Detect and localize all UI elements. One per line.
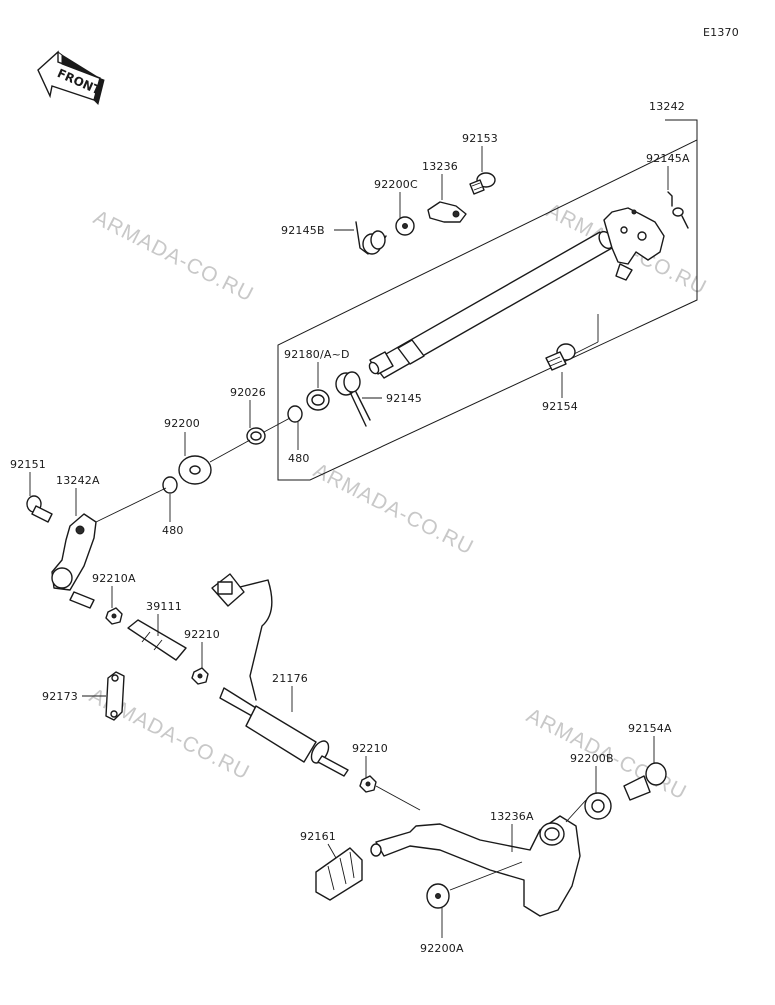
label-92180: 92180/A~D [284, 348, 350, 361]
bolt-92154A [623, 762, 667, 801]
label-13236A: 13236A [490, 810, 534, 823]
label-480-upper: 480 [288, 452, 310, 465]
spring-92145A [667, 191, 689, 229]
label-92200A: 92200A [420, 942, 464, 955]
label-92200: 92200 [164, 417, 200, 430]
plate-13236 [427, 201, 467, 223]
label-92210A: 92210A [92, 572, 136, 585]
tie-rod-39111 [127, 619, 187, 661]
diagram-code: E1370 [703, 26, 739, 39]
label-92154A: 92154A [628, 722, 672, 735]
leader-lines [29, 146, 669, 938]
washer-92180 [306, 389, 330, 411]
label-92210-upper: 92210 [184, 628, 220, 641]
bolt-92153 [469, 172, 496, 195]
bolt-92154 [545, 343, 576, 371]
label-92210-lower: 92210 [352, 742, 388, 755]
label-92200C: 92200C [374, 178, 418, 191]
label-13236: 13236 [422, 160, 458, 173]
spring-92145 [335, 371, 371, 427]
label-92026: 92026 [230, 386, 266, 399]
nut-92210A [105, 607, 123, 625]
label-39111: 39111 [146, 600, 182, 613]
label-92161: 92161 [300, 830, 336, 843]
washer-92200A [426, 883, 450, 909]
circlip-480-lower [162, 476, 178, 494]
label-480-lower: 480 [162, 524, 184, 537]
label-13242A: 13242A [56, 474, 100, 487]
washer-92200B [584, 792, 612, 820]
lever-13242A [51, 513, 97, 591]
label-92145A: 92145A [646, 152, 690, 165]
washer-92200 [178, 455, 212, 485]
sensor-21176 [211, 573, 349, 777]
label-92151: 92151 [10, 458, 46, 471]
watermark: ARMADA-CO.RU [310, 459, 478, 560]
link-92173 [105, 671, 125, 721]
label-92145: 92145 [386, 392, 422, 405]
watermarks: ARMADA-CO.RU ARMADA-CO.RU ARMADA-CO.RU A… [86, 199, 711, 805]
nut-92210-upper [191, 667, 209, 685]
label-92153: 92153 [462, 132, 498, 145]
nut-92210-lower [359, 775, 377, 793]
bolt-92151 [26, 495, 53, 523]
washer-92026 [246, 427, 266, 445]
shift-shaft-13242 [368, 207, 665, 379]
label-92200B: 92200B [570, 752, 614, 765]
rubber-92161 [315, 847, 363, 901]
front-arrow-icon: FRONT [37, 50, 105, 105]
label-13242: 13242 [649, 100, 685, 113]
washer-92200C [395, 216, 415, 236]
label-92173: 92173 [42, 690, 78, 703]
circlip-480-upper [287, 405, 303, 423]
rod-end-bolt [69, 591, 95, 609]
label-21176: 21176 [272, 672, 308, 685]
label-92145B: 92145B [281, 224, 325, 237]
part-labels: 13242 92153 13236 92200C 92145A 92145B 9… [10, 100, 690, 955]
spring-92145B [355, 221, 387, 255]
assembly-bracket-13242 [277, 119, 698, 481]
label-92154: 92154 [542, 400, 578, 413]
watermark: ARMADA-CO.RU [90, 206, 258, 307]
shift-pedal-13236A [370, 815, 581, 917]
